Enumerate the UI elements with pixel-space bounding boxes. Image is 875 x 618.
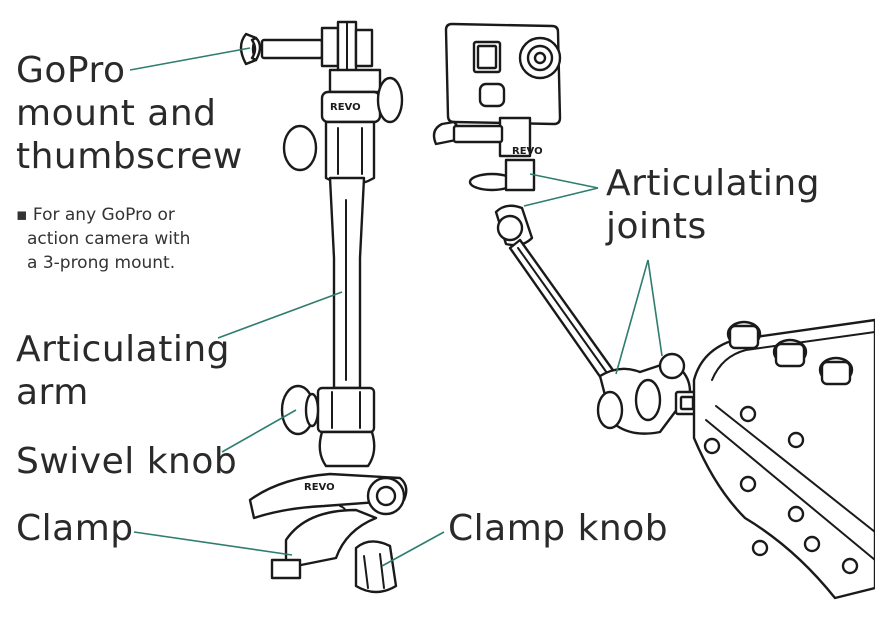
label-clamp: Clamp — [16, 508, 134, 549]
label-gopro-mount-line1: GoPro — [16, 50, 126, 91]
leader-line — [529, 173, 599, 189]
label-articulating-arm-line1: Articulating — [16, 329, 231, 370]
label-articulating-arm: Articulating arm — [16, 328, 230, 414]
gopro-note-line3: a 3-prong mount. — [27, 253, 176, 273]
arm-drawing — [280, 176, 376, 436]
camera-drawing: REVO — [432, 22, 722, 435]
label-swivel-knob: Swivel knob — [16, 441, 238, 482]
revo-brand-clamp: REVO — [304, 482, 335, 493]
label-gopro-mount-line3: thumbscrew — [16, 136, 243, 177]
leader-line — [381, 531, 445, 567]
leader-line — [133, 531, 293, 556]
leader-lines — [129, 47, 663, 567]
leader-line — [217, 291, 343, 339]
leader-line — [647, 259, 663, 357]
leader-line — [129, 47, 251, 71]
label-clamp-knob: Clamp knob — [448, 508, 669, 549]
guitar-headstock-drawing — [692, 318, 875, 600]
revo-brand-camera: REVO — [512, 146, 543, 157]
leader-line — [523, 187, 599, 207]
leader-line — [615, 259, 649, 375]
gopro-note: ▪ For any GoPro or action camera with a … — [16, 203, 190, 275]
label-gopro-mount: GoPro mount and thumbscrew — [16, 49, 243, 178]
gopro-mount-drawing: REVO — [239, 20, 404, 187]
label-articulating-joints-line1: Articulating — [606, 163, 821, 204]
label-articulating-joints: Articulating joints — [606, 162, 820, 248]
label-gopro-mount-line2: mount and — [16, 93, 217, 134]
clamp-drawing: REVO — [248, 430, 408, 594]
leader-line — [221, 409, 297, 453]
revo-brand-top: REVO — [330, 102, 361, 113]
label-articulating-arm-line2: arm — [16, 372, 89, 413]
gopro-note-line1: ▪ For any GoPro or — [16, 205, 175, 225]
label-articulating-joints-line2: joints — [606, 206, 707, 247]
gopro-note-line2: action camera with — [27, 229, 191, 249]
